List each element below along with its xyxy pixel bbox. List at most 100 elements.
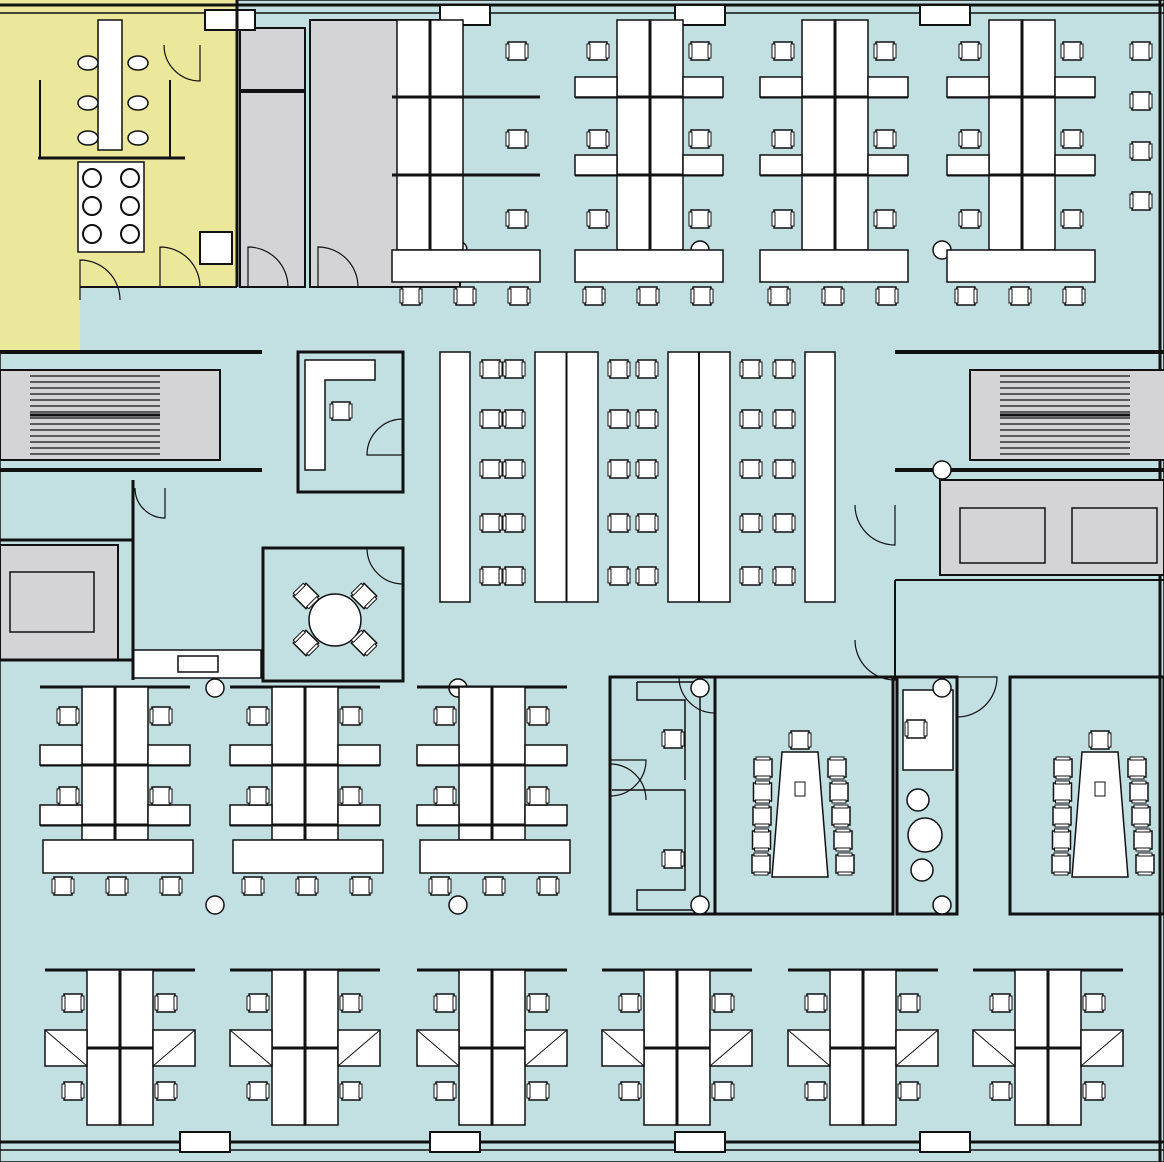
chair-icon: [989, 993, 1013, 1013]
chair-icon: [51, 876, 75, 896]
chair-arm: [1131, 799, 1147, 804]
workstation-pod: [946, 19, 1096, 306]
chair-seat: [991, 993, 1011, 1013]
chair-seat: [481, 409, 501, 429]
chair-arm: [149, 788, 154, 804]
chair-seat: [752, 782, 773, 802]
chair-seat: [156, 1081, 176, 1101]
chair-icon: [149, 706, 173, 726]
chair-seat: [243, 876, 263, 896]
chair-arm: [835, 828, 851, 833]
chair-arm: [482, 878, 487, 894]
chair-arm: [831, 799, 847, 804]
chair-icon: [1129, 191, 1153, 211]
chair-arm: [767, 288, 772, 304]
chair-arm: [1054, 804, 1070, 809]
column: [674, 1131, 726, 1153]
chair-seat: [774, 566, 794, 586]
chair-seat: [588, 209, 608, 229]
storage-box: [574, 154, 618, 176]
chair-seat: [435, 786, 455, 806]
workstation-pod: [44, 968, 196, 1126]
chair-arm: [605, 43, 610, 59]
chair-arm: [246, 788, 251, 804]
structural-column: [448, 895, 468, 915]
chair-arm: [505, 43, 510, 59]
chair-arm: [1054, 823, 1070, 828]
chair-icon: [1082, 993, 1106, 1013]
chair-icon: [526, 1081, 550, 1101]
chair-icon: [154, 993, 178, 1013]
room-walls: [1008, 675, 1164, 916]
chair-arm: [618, 1083, 623, 1099]
chair-arm: [521, 411, 526, 427]
chair-icon: [1052, 804, 1072, 828]
chair-icon: [690, 286, 714, 306]
chair-seat: [637, 409, 657, 429]
storage-box: [682, 154, 724, 176]
chair-arm: [755, 799, 770, 804]
chair-seat: [1131, 191, 1151, 211]
chair-seat: [1135, 854, 1155, 874]
chair-arm: [75, 788, 80, 804]
chair-arm: [618, 995, 623, 1011]
chair-icon: [688, 209, 712, 229]
l-desk: [612, 681, 701, 911]
chair-seat: [741, 566, 761, 586]
chair-arm: [973, 288, 978, 304]
sink-icon: [82, 168, 102, 188]
chair-seat: [351, 876, 371, 896]
chair-seat: [504, 459, 524, 479]
chair-arm: [786, 288, 791, 304]
chair-arm: [51, 878, 56, 894]
chair-arm: [339, 995, 344, 1011]
chair-icon: [607, 359, 631, 379]
chair-arm: [452, 708, 457, 724]
chair-arm: [1079, 211, 1084, 227]
chair-arm: [524, 211, 529, 227]
chair-seat: [341, 1081, 361, 1101]
chair-icon: [958, 209, 982, 229]
partition: [97, 19, 123, 151]
chair-arm: [505, 211, 510, 227]
chair-arm: [502, 461, 507, 477]
chair-arm: [521, 461, 526, 477]
chair-arm: [626, 361, 631, 377]
chair-seat: [484, 876, 504, 896]
storage-box: [416, 804, 460, 826]
chair-arm: [837, 871, 853, 876]
chair-arm: [452, 788, 457, 804]
toilet-icon: [127, 95, 149, 111]
sink-icon: [120, 168, 140, 188]
chair-arm: [739, 461, 744, 477]
chair-icon: [479, 359, 503, 379]
storage-box: [39, 744, 83, 766]
chair-arm: [292, 629, 306, 643]
chair-arm: [536, 878, 541, 894]
chair-arm: [56, 788, 61, 804]
chair-seat: [609, 459, 629, 479]
chair-arm: [791, 361, 796, 377]
bench-desk: [804, 351, 836, 603]
chair-arm: [246, 708, 251, 724]
chair-seat: [663, 849, 683, 869]
chair-arm: [788, 732, 793, 748]
chair-arm: [1082, 995, 1087, 1011]
chair-seat: [63, 993, 83, 1013]
chair-arm: [790, 211, 795, 227]
chair-arm: [791, 568, 796, 584]
chair-icon: [1133, 828, 1153, 852]
chair-arm: [923, 721, 928, 737]
chair-arm: [709, 288, 714, 304]
chair-arm: [498, 515, 503, 531]
chair-arm: [75, 708, 80, 724]
sink-icon: [120, 196, 140, 216]
chair-arm: [601, 288, 606, 304]
chair-seat: [331, 401, 351, 421]
power-box: [794, 781, 806, 797]
conference-room: [1008, 675, 1164, 916]
chair-arm: [707, 43, 712, 59]
chair-arm: [1135, 847, 1151, 852]
chair-arm: [1082, 1083, 1087, 1099]
